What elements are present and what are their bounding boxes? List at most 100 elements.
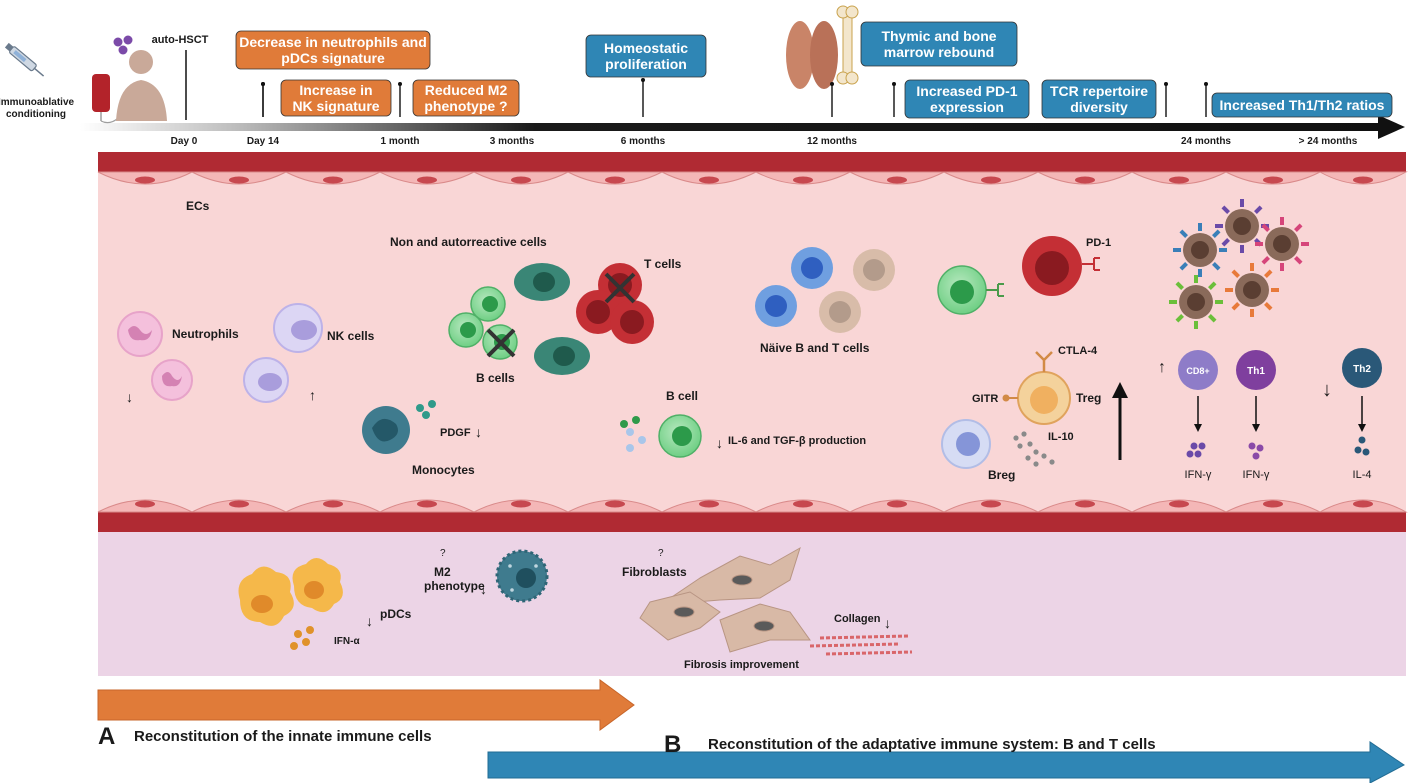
gitr-label: GITR	[972, 393, 998, 405]
syringe-icon	[4, 42, 45, 77]
il6-tgfb-label: IL-6 and TGF-β production	[728, 435, 866, 447]
il4-label: IL-4	[1353, 469, 1372, 481]
innate-arrow	[97, 679, 635, 731]
pd1-label: PD-1	[1086, 237, 1111, 249]
callout-text: Decrease in neutrophils and	[239, 34, 427, 50]
naive-cells-label: Näive B and T cells	[760, 341, 870, 355]
neutrophils-label: Neutrophils	[172, 327, 239, 341]
callout-text: Thymic and bone	[881, 28, 996, 44]
endothelial-nucleus	[1075, 176, 1095, 184]
callout-text: diversity	[1070, 99, 1128, 115]
tissue-region	[98, 532, 1406, 676]
endothelial-nucleus	[605, 500, 625, 508]
callout-stem-dot	[892, 82, 896, 86]
endothelial-nucleus	[511, 500, 531, 508]
callout-text: NK signature	[292, 98, 379, 114]
callout-box	[235, 30, 431, 70]
callout-stem-dot	[641, 78, 645, 82]
big-up-arrow	[1112, 382, 1128, 460]
non-autoreactive-label: Non and autorreactive cells	[390, 235, 547, 249]
panel-b-text: Reconstitution of the adaptative immune …	[708, 736, 1156, 753]
naive-cells	[755, 247, 895, 333]
m2-macrophage	[495, 549, 549, 603]
callout-stem-dot	[398, 82, 402, 86]
endothelial-nucleus	[1263, 500, 1283, 508]
ifng-label-1: IFN-γ	[1185, 469, 1212, 481]
timeline-tick-label: 24 months	[1181, 136, 1231, 147]
endothelial-nucleus	[511, 176, 531, 184]
ifna-label: IFN-α	[334, 636, 360, 647]
m2-down-arrow: ↓	[480, 581, 487, 597]
vessel-wall-bottom	[98, 512, 1406, 532]
tcr-receptor	[1212, 229, 1221, 238]
tcr-receptor	[1264, 269, 1273, 278]
plasma-cells	[514, 263, 590, 375]
neutrophil-cells	[117, 311, 193, 401]
callout-stem-dot	[1164, 82, 1168, 86]
endothelial-nucleus	[887, 176, 907, 184]
tcr-receptor	[1231, 269, 1240, 278]
timeline: Immunoablative conditioning auto-HSCT Da…	[0, 5, 1405, 147]
monocyte-cell	[362, 400, 436, 454]
callout-box	[585, 34, 707, 78]
activated-t-nucleus	[1233, 217, 1251, 235]
endothelial-nucleus	[699, 176, 719, 184]
endothelial-nucleus	[1169, 500, 1189, 508]
fibrosis-label: Fibrosis improvement	[684, 659, 799, 671]
timeline-tick-label: > 24 months	[1299, 136, 1358, 147]
nk-up-arrow: ↑	[309, 387, 316, 403]
il10-label: IL-10	[1048, 431, 1074, 443]
endothelial-nucleus	[135, 176, 155, 184]
callout-text: Increase in	[299, 82, 372, 98]
m2-label-2: phenotype	[424, 579, 485, 593]
callout-text: Increased Th1/Th2 ratios	[1220, 97, 1385, 113]
ecs-label: ECs	[186, 199, 210, 213]
tcr-receptor	[1212, 262, 1221, 271]
m2-question: ?	[440, 548, 446, 559]
tcr-receptor	[1261, 223, 1270, 232]
activated-t-nucleus	[1191, 241, 1209, 259]
callout-box	[1211, 92, 1393, 118]
pd1-cells	[937, 236, 1100, 315]
endothelial-nucleus	[793, 176, 813, 184]
th2-cell	[1342, 348, 1382, 388]
endothelial-nucleus	[229, 500, 249, 508]
tcr-receptor	[1221, 205, 1230, 214]
panel-a-text: Reconstitution of the innate immune cell…	[134, 728, 432, 745]
callout-text: Reduced M2	[425, 82, 508, 98]
treg-label: Treg	[1076, 391, 1101, 405]
adaptive-arrow	[487, 741, 1405, 783]
transplant-label: auto-HSCT	[152, 34, 209, 46]
pdgf-down-arrow: ↓	[475, 424, 482, 440]
callout-text: Increased PD-1	[916, 83, 1017, 99]
th2-down-arrow: ↓	[1322, 379, 1332, 401]
cytokine-arrowheads	[1194, 424, 1366, 432]
tissue-cells: ↓ pDCs IFN-α ? M2 phenotype ↓ ? Fibrobla…	[238, 546, 913, 671]
endothelial-nucleus	[135, 500, 155, 508]
callout-box	[412, 79, 520, 117]
endothelial-nucleus	[1263, 176, 1283, 184]
callout-text: expression	[930, 99, 1004, 115]
fibroblast-cells	[639, 546, 811, 653]
callout-text: TCR repertoire	[1050, 83, 1148, 99]
callout-text: proliferation	[605, 56, 687, 72]
nk-cells-label: NK cells	[327, 329, 375, 343]
fibroblasts-label: Fibroblasts	[622, 565, 687, 579]
tcr-receptor	[1261, 256, 1270, 265]
endothelial-nucleus	[605, 176, 625, 184]
b-cells-label: B cells	[476, 371, 515, 385]
b-cells-cluster	[448, 286, 518, 360]
t-cells-label: T cells	[644, 257, 682, 271]
timeline-tick-label: 6 months	[621, 136, 666, 147]
th2-label: Th2	[1353, 364, 1371, 375]
endothelial-nucleus	[887, 500, 907, 508]
tcr-receptor	[1179, 262, 1188, 271]
endothelium-bottom	[97, 499, 1408, 513]
endothelial-nucleus	[699, 500, 719, 508]
timeline-tick-label: 3 months	[490, 136, 535, 147]
tcr-receptor	[1221, 238, 1230, 247]
tcr-receptor	[1231, 302, 1240, 311]
bone-icon	[836, 5, 859, 85]
